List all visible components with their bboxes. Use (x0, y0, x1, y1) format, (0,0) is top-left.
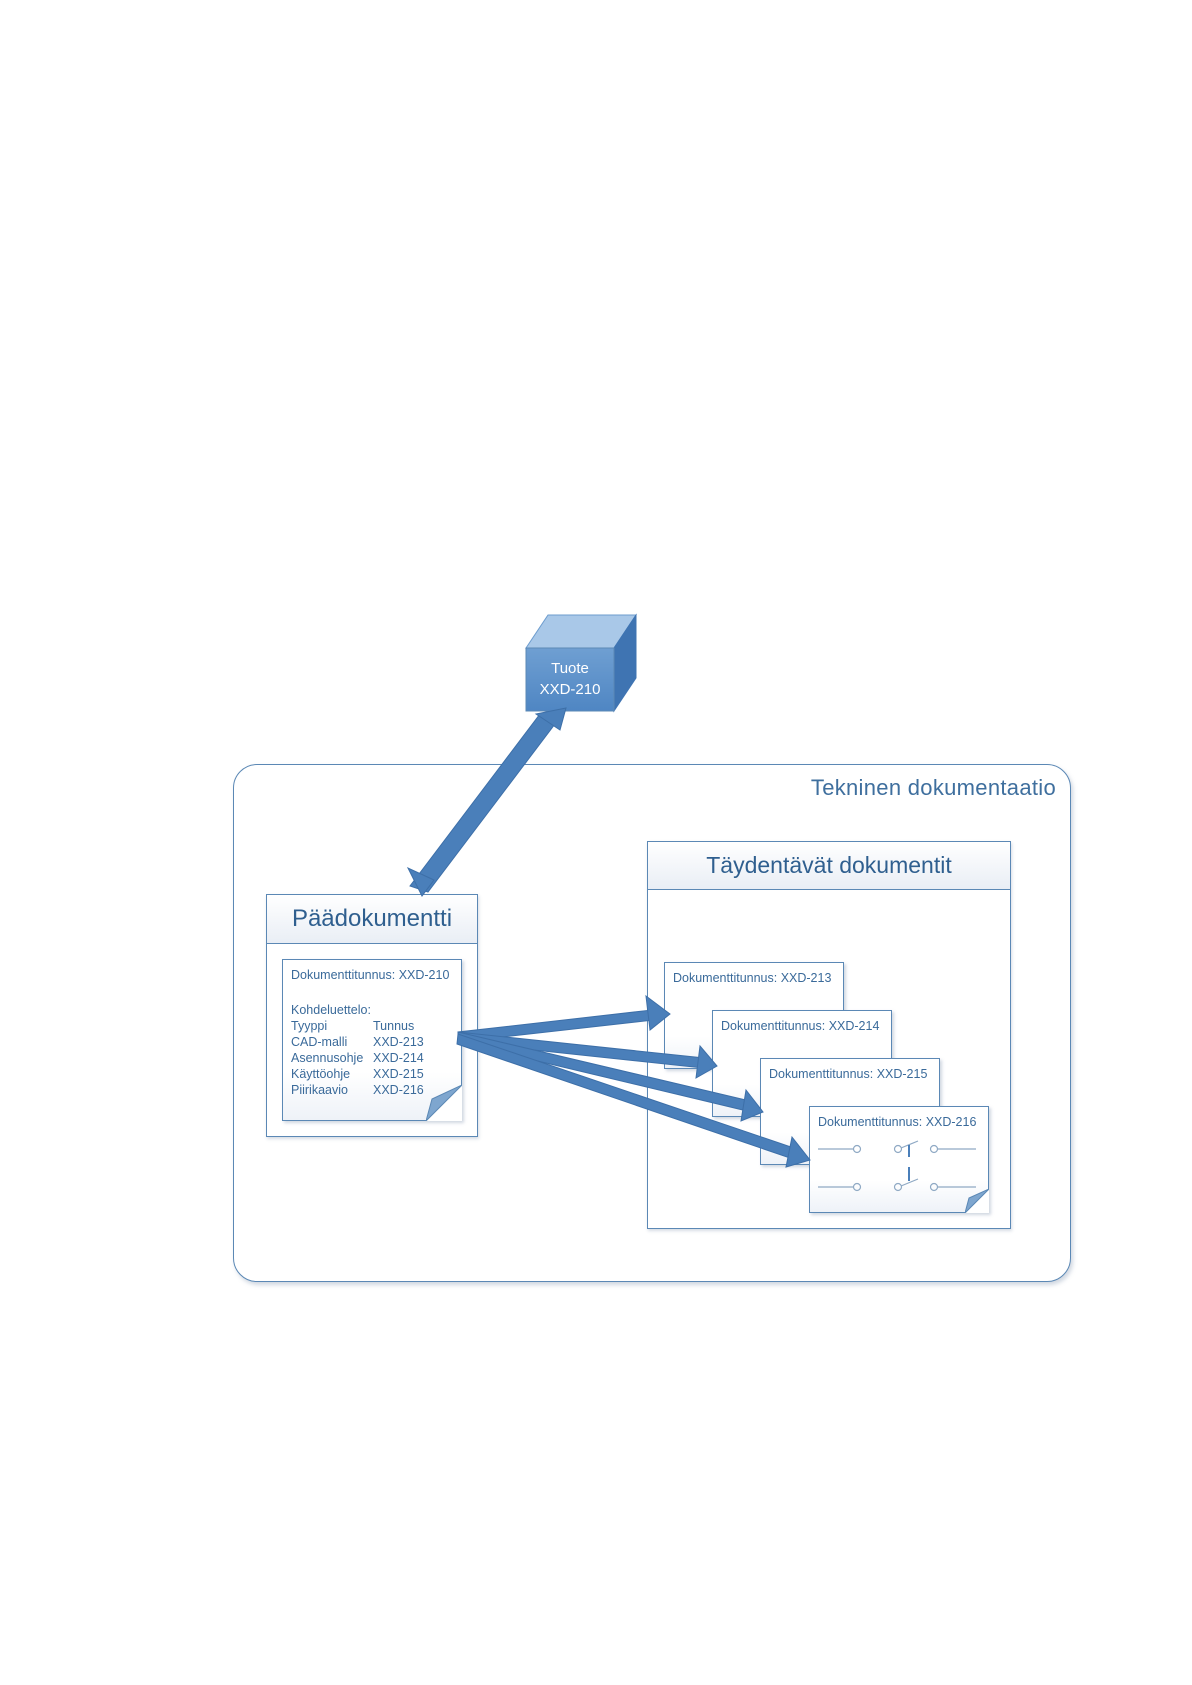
list-item: Asennusohje XXD-214 (291, 1050, 424, 1066)
column-type-header: Tyyppi (291, 1019, 328, 1033)
page-curl-icon (965, 1189, 989, 1213)
document-id: Dokumenttitunnus: XXD-213 (673, 971, 832, 985)
page-curl-icon (426, 1085, 462, 1121)
document-id: Dokumenttitunnus: XXD-216 (818, 1115, 977, 1129)
circuit-diagram-icon (818, 1140, 976, 1192)
product-label: Tuote XXD-210 (526, 658, 614, 700)
item-list: Kohdeluettelo: Tyyppi Tunnus CAD-malli X… (291, 1002, 424, 1098)
container-title: Tekninen dokumentaatio (810, 775, 1056, 800)
item-id: XXD-213 (373, 1035, 424, 1049)
item-id: XXD-216 (373, 1083, 424, 1097)
main-document-id: Dokumenttitunnus: XXD-210 (291, 968, 450, 982)
item-list-title: Kohdeluettelo: (291, 1003, 371, 1017)
item-type: CAD-malli (291, 1035, 348, 1049)
main-document-sheet: Dokumenttitunnus: XXD-210 Kohdeluettelo:… (282, 959, 462, 1121)
supplementary-documents-title: Täydentävät dokumentit (648, 842, 1010, 890)
item-type: Käyttöohje (291, 1067, 351, 1081)
main-document-panel: Päädokumentti Dokumenttitunnus: XXD-210 … (266, 894, 478, 1137)
list-item: CAD-malli XXD-213 (291, 1034, 424, 1050)
item-id: XXD-214 (373, 1051, 424, 1065)
supplementary-documents-panel: Täydentävät dokumentit Dokumenttitunnus:… (647, 841, 1011, 1229)
document-id: Dokumenttitunnus: XXD-214 (721, 1019, 880, 1033)
document-id: Dokumenttitunnus: XXD-215 (769, 1067, 928, 1081)
document-sheet-xxd-216: Dokumenttitunnus: XXD-216 (809, 1106, 989, 1213)
item-type: Asennusohje (291, 1051, 364, 1065)
list-item: Piirikaavio XXD-216 (291, 1082, 424, 1098)
item-list-header: Tyyppi Tunnus (291, 1018, 424, 1034)
product-name: Tuote (551, 660, 589, 677)
item-id: XXD-215 (373, 1067, 424, 1081)
list-item: Käyttöohje XXD-215 (291, 1066, 424, 1082)
main-document-title: Päädokumentti (267, 895, 477, 944)
item-type: Piirikaavio (291, 1083, 348, 1097)
product-id: XXD-210 (539, 681, 601, 698)
column-id-header: Tunnus (373, 1019, 415, 1033)
